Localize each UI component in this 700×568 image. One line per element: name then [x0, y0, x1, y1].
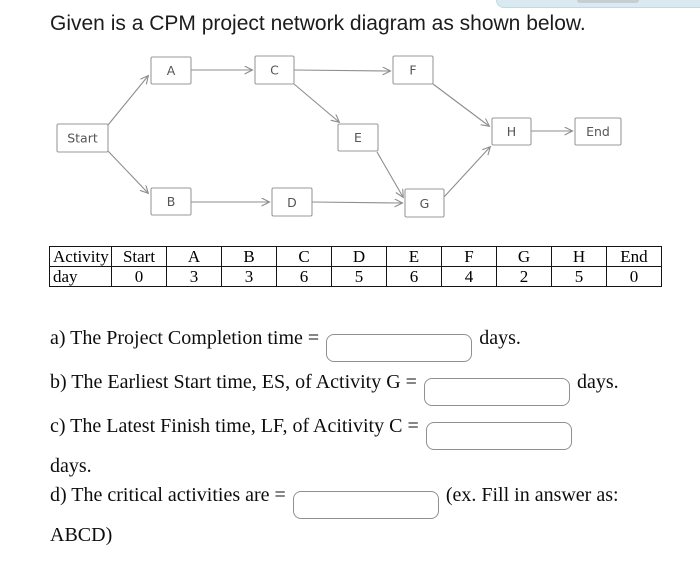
- edge-c-e: [293, 83, 339, 122]
- node-start: [56, 123, 109, 153]
- question-d: d) The critical activities are = (ex. Fil…: [50, 479, 619, 552]
- table-cell: 0: [111, 266, 167, 287]
- node-b: [150, 187, 192, 216]
- question-a: a) The Project Completion time = days.: [50, 322, 521, 362]
- node-h: [491, 117, 532, 146]
- table-cell: E: [386, 246, 442, 267]
- edge-g-h: [443, 147, 490, 198]
- node-h-label: H: [507, 124, 516, 139]
- table-cell: 0: [606, 266, 662, 287]
- table-cell: 6: [386, 266, 442, 287]
- node-f-label: F: [409, 63, 416, 78]
- table-cell: 5: [331, 266, 387, 287]
- diagram-node-labels: Start A C F E H End B D G: [67, 63, 610, 212]
- node-d-label: D: [287, 195, 297, 210]
- question-c-text: c) The Latest Finish time, LF, of Acitiv…: [50, 415, 419, 437]
- edge-d-g: [311, 202, 402, 203]
- question-d-suffix: (ex. Fill in answer as:: [445, 484, 619, 506]
- table-cell: 2: [496, 266, 552, 287]
- node-a-label: A: [167, 63, 176, 78]
- top-widget-handle: [577, 0, 639, 3]
- activity-duration-table: Activity Start A B C D E F G H End day 0…: [49, 246, 662, 287]
- edge-f-h: [432, 83, 489, 126]
- edge-start-a: [107, 76, 148, 126]
- edge-e-g: [376, 151, 403, 197]
- node-b-label: B: [167, 194, 176, 209]
- question-a-suffix: days.: [479, 327, 521, 349]
- table-cell: A: [166, 246, 222, 267]
- answer-input-d[interactable]: [292, 491, 439, 519]
- node-e-label: E: [354, 130, 362, 145]
- page-title: Given is a CPM project network diagram a…: [50, 12, 586, 35]
- top-right-partial-widget[interactable]: [496, 0, 700, 8]
- table-day-row: day 0 3 3 6 5 6 4 2 5 0: [49, 266, 662, 287]
- node-e: [337, 123, 379, 152]
- edge-c-f: [293, 70, 390, 71]
- node-c: [254, 55, 295, 85]
- node-end-label: End: [586, 124, 610, 139]
- node-a: [150, 56, 192, 85]
- diagram-nodes: [56, 55, 622, 218]
- table-cell: 4: [441, 266, 497, 287]
- table-cell: F: [441, 246, 497, 267]
- table-cell: Start: [111, 246, 167, 267]
- question-b-suffix: days.: [576, 371, 619, 393]
- table-cell: C: [276, 246, 332, 267]
- answer-input-c[interactable]: [425, 422, 572, 450]
- table-cell: B: [221, 246, 277, 267]
- node-c-label: C: [270, 63, 279, 78]
- table-cell: 5: [551, 266, 607, 287]
- question-a-text: a) The Project Completion time =: [50, 327, 320, 349]
- table-cell: 6: [276, 266, 332, 287]
- node-end: [574, 117, 622, 146]
- question-d-suffix2: ABCD): [50, 524, 113, 546]
- node-start-label: Start: [67, 131, 98, 146]
- question-b-text: b) The Earliest Start time, ES, of Activ…: [50, 371, 417, 393]
- table-cell: D: [331, 246, 387, 267]
- answer-input-b[interactable]: [423, 378, 570, 406]
- diagram-edges: [107, 70, 572, 203]
- answer-input-a[interactable]: [326, 334, 473, 362]
- question-c: c) The Latest Finish time, LF, of Acitiv…: [50, 410, 579, 483]
- table-cell: 3: [166, 266, 222, 287]
- table-cell: H: [551, 246, 607, 267]
- edge-start-b: [107, 150, 148, 193]
- table-header-row: Activity Start A B C D E F G H End: [49, 246, 662, 267]
- table-cell: G: [496, 246, 552, 267]
- node-g-label: G: [420, 196, 430, 211]
- table-cell: Activity: [49, 246, 112, 267]
- node-g: [404, 188, 445, 218]
- node-d: [271, 187, 313, 217]
- question-b: b) The Earliest Start time, ES, of Activ…: [50, 366, 619, 406]
- table-cell: day: [49, 266, 112, 287]
- node-f: [392, 55, 434, 85]
- table-cell: 3: [221, 266, 277, 287]
- table-cell: End: [606, 246, 662, 267]
- cpm-network-diagram: Start A C F E H End B D G: [56, 55, 622, 218]
- question-c-suffix: days.: [50, 455, 92, 477]
- question-d-text: d) The critical activities are =: [50, 484, 286, 506]
